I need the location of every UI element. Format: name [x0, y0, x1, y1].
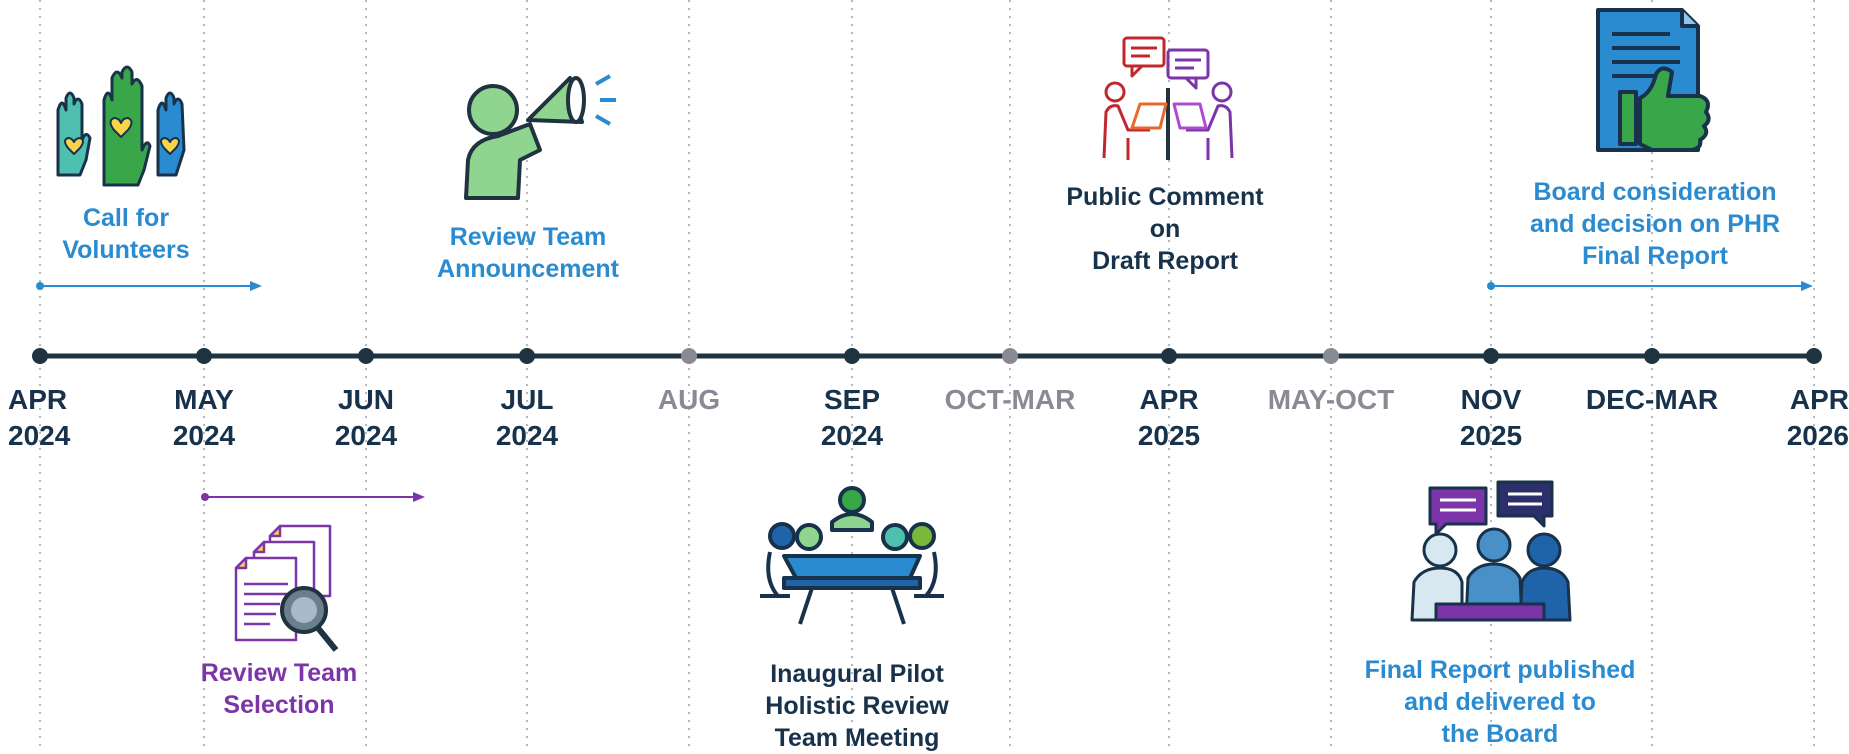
milestone-review-team-selection: Review Team Selection — [164, 657, 394, 721]
month-year: 2024 — [495, 420, 559, 451]
month-label: NOV 2025 — [1401, 382, 1581, 454]
month-year: 2024 — [334, 420, 398, 451]
milestone-label-line: and delivered to — [1404, 688, 1596, 716]
month-label: MAY 2024 — [114, 382, 294, 454]
month-label: APR 2024 — [8, 382, 188, 454]
month-year: 2024 — [8, 420, 71, 451]
milestone-label-line: Volunteers — [62, 236, 190, 264]
month-name: DEC-MAR — [1585, 384, 1719, 415]
month-year: 2025 — [1137, 420, 1201, 451]
month-name: OCT-MAR — [944, 384, 1076, 415]
meeting-table-icon — [760, 486, 944, 625]
milestone-label-line: the Board — [1441, 720, 1559, 748]
milestone-label-line: Call for — [82, 204, 170, 232]
duration-arrow-review-team-selection — [201, 492, 425, 502]
milestone-board-consideration: Board consideration and decision on PHR … — [1500, 176, 1810, 272]
month-name: MAY — [174, 384, 234, 415]
month-label: JUL 2024 — [437, 382, 617, 454]
milestone-label-line: Final Report — [1582, 242, 1728, 270]
month-marker — [1806, 348, 1822, 364]
month-marker — [1323, 348, 1339, 364]
milestone-label-line: Board consideration — [1533, 178, 1777, 206]
duration-arrow-board-consideration — [1487, 281, 1813, 291]
milestone-label-line: Announcement — [437, 255, 619, 283]
month-label: APR 2025 — [1079, 382, 1259, 454]
document-thumbs-up-icon — [1596, 8, 1711, 152]
month-year: 2024 — [172, 420, 236, 451]
discussion-people-icon — [1102, 36, 1234, 160]
month-name: APR — [8, 384, 68, 415]
month-name: SEP — [823, 384, 881, 415]
milestone-label-line: Draft Report — [1092, 247, 1238, 275]
month-marker — [32, 348, 48, 364]
milestone-label-line: Public Comment — [1066, 183, 1264, 211]
month-marker — [1161, 348, 1177, 364]
month-marker — [844, 348, 860, 364]
month-marker — [681, 348, 697, 364]
documents-magnifier-icon — [234, 524, 339, 652]
milestone-label-line: Holistic Review — [765, 692, 949, 720]
month-year: 2026 — [1786, 420, 1849, 451]
month-label: OCT-MAR — [920, 382, 1100, 418]
month-name: NOV — [1460, 384, 1522, 415]
milestone-label-line: Review Team — [200, 659, 358, 687]
month-label: JUN 2024 — [276, 382, 456, 454]
duration-arrow-call-for-volunteers — [36, 281, 262, 291]
milestone-label-line: Review Team — [449, 223, 607, 251]
month-name: APR — [1789, 384, 1849, 415]
milestone-final-report-published: Final Report published and delivered to … — [1340, 654, 1660, 750]
milestone-public-comment: Public Comment on Draft Report — [1045, 181, 1285, 277]
milestone-label-line: Final Report published — [1364, 656, 1636, 684]
milestone-label-line: Inaugural Pilot — [770, 660, 944, 688]
month-marker — [1483, 348, 1499, 364]
milestone-call-for-volunteers: Call for Volunteers — [36, 202, 216, 266]
month-label: AUG — [599, 382, 779, 418]
month-marker — [1644, 348, 1660, 364]
month-name: MAY-OCT — [1267, 384, 1395, 415]
milestone-inaugural-meeting: Inaugural Pilot Holistic Review Team Mee… — [742, 658, 972, 754]
milestone-label-line: Selection — [223, 691, 335, 719]
month-label: MAY-OCT — [1241, 382, 1421, 418]
month-marker — [1002, 348, 1018, 364]
month-label: APR 2026 — [1669, 382, 1849, 454]
megaphone-person-icon — [464, 74, 616, 200]
month-label: DEC-MAR — [1562, 382, 1742, 418]
milestone-label-line: on — [1149, 215, 1181, 243]
month-name: APR — [1139, 384, 1199, 415]
milestone-label-line: and decision on PHR — [1529, 210, 1781, 238]
month-name: JUL — [500, 384, 554, 415]
month-name: AUG — [657, 384, 721, 415]
month-marker — [519, 348, 535, 364]
milestone-label-line: Team Meeting — [774, 724, 940, 752]
month-name: JUN — [337, 384, 394, 415]
month-year: 2025 — [1459, 420, 1523, 451]
month-marker — [196, 348, 212, 364]
month-label: SEP 2024 — [762, 382, 942, 454]
group-chat-icon — [1410, 480, 1572, 622]
raised-hands-icon — [56, 65, 186, 187]
milestone-review-team-announcement: Review Team Announcement — [408, 221, 648, 285]
month-marker — [358, 348, 374, 364]
month-year: 2024 — [820, 420, 884, 451]
